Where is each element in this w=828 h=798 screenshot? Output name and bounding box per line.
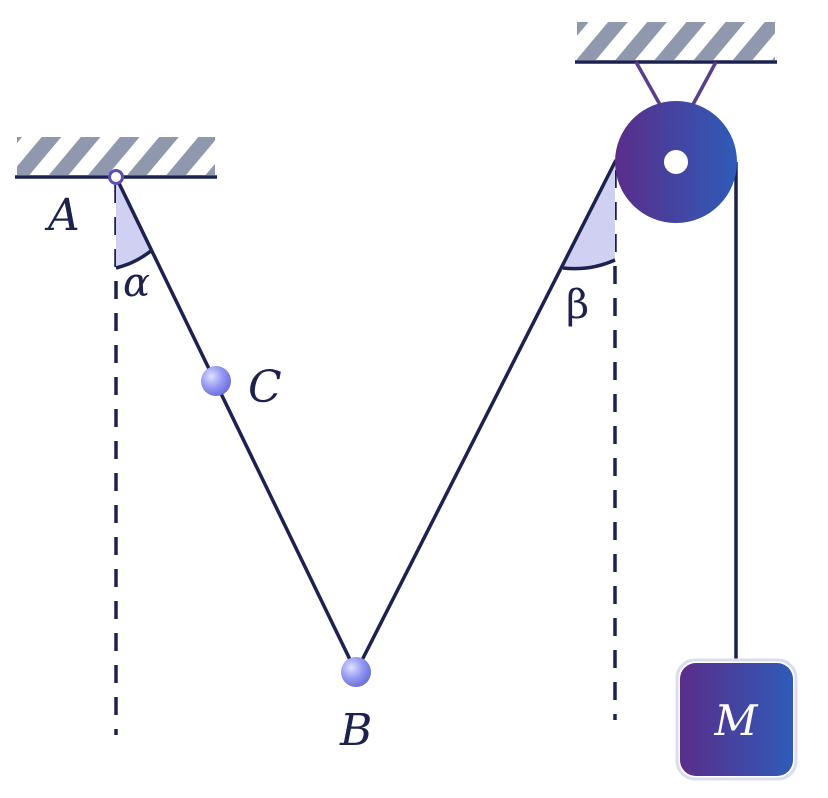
angle-alpha-wedge [116,177,152,268]
label-b: B [339,705,372,756]
mass-label: M [713,696,758,745]
pulley [615,101,737,223]
label-beta: β [566,282,589,328]
mass-block: M [675,658,798,781]
bead-b [341,657,371,687]
string-ab [114,176,358,673]
bead-c [201,366,231,396]
pivot-a [108,169,124,185]
right-ceiling [575,22,777,64]
label-alpha: α [123,260,150,306]
pulley-hanger [634,61,718,111]
label-c: C [248,362,282,413]
string-b-pulley [354,159,618,673]
angle-beta-arc [562,258,616,271]
label-a: A [44,190,80,241]
left-ceiling [15,137,217,179]
